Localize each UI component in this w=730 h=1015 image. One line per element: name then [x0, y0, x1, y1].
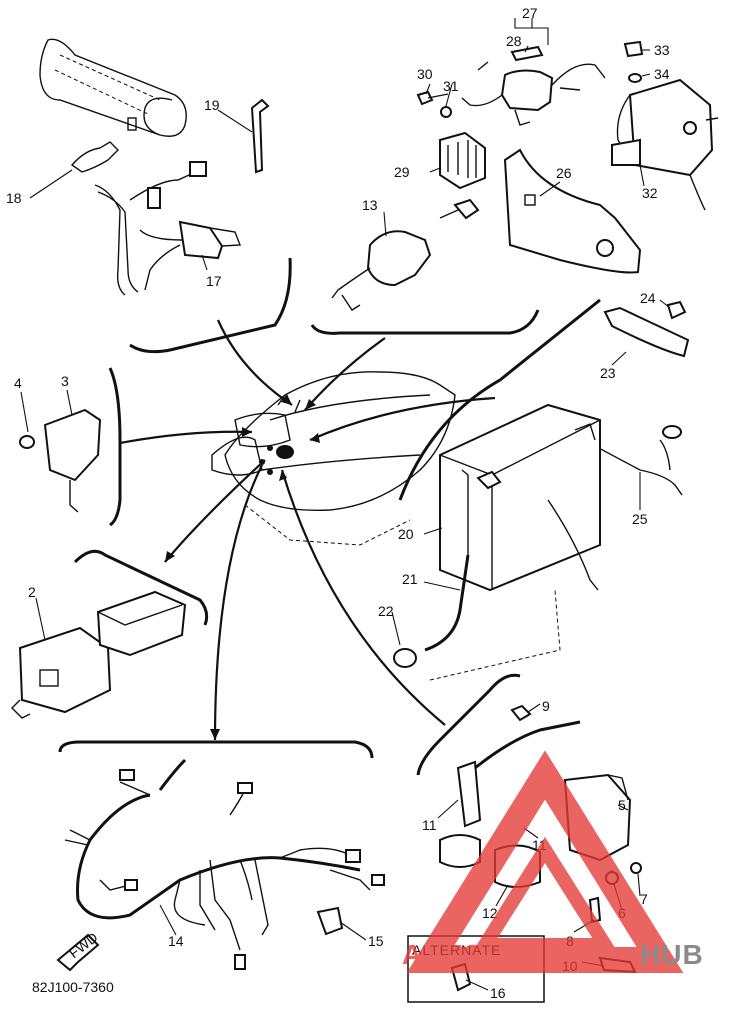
fwd-arrow: FWD	[56, 929, 101, 972]
bracket-top-left	[129, 257, 292, 354]
mounting-point	[276, 445, 294, 459]
handlebar-switch-right	[96, 590, 187, 657]
bracket-ignition	[416, 673, 521, 776]
arrow-from-top-left	[216, 319, 293, 406]
watermark-triangle-outer	[406, 750, 684, 973]
plug-lead	[474, 720, 581, 770]
arrow-to-switch-2	[164, 459, 266, 563]
watermark-text-right: HUB	[640, 939, 704, 970]
arrow-to-ignition	[280, 469, 446, 726]
handlebar-switch-left-2	[11, 626, 112, 719]
horn-13	[366, 230, 432, 287]
part-code: 82J100-7360	[32, 979, 114, 995]
callout-23: 23	[600, 365, 616, 381]
bracket-left-mid	[108, 367, 122, 527]
callout-20: 20	[398, 526, 414, 542]
callout-27: 27	[522, 5, 538, 21]
callout-19: 19	[204, 97, 220, 113]
callout-26: 26	[556, 165, 572, 181]
bracket-bottom	[58, 740, 374, 759]
callout-29: 29	[394, 164, 410, 180]
watermark-text-left: AUTO	[402, 939, 485, 970]
watermark-text-mid: MOTO	[498, 939, 585, 970]
wire-harness-14	[64, 758, 385, 970]
connector-15	[316, 906, 344, 936]
starter-relay-32	[611, 78, 719, 211]
callout-5: 5	[618, 797, 626, 813]
screw-4	[19, 435, 35, 449]
arrow-from-battery	[309, 396, 496, 442]
clip-9	[510, 704, 532, 722]
watermark-logo: AUTO MOTO HUB	[402, 750, 704, 973]
callout-33: 33	[654, 42, 670, 58]
callout-28: 28	[506, 33, 522, 49]
callout-12: 12	[482, 905, 498, 921]
callout-31: 31	[443, 78, 459, 94]
callout-4: 4	[14, 375, 22, 391]
callout-32: 32	[642, 185, 658, 201]
cable-tie-19	[250, 98, 270, 174]
callout-24: 24	[640, 290, 656, 306]
watermark-triangle-inner	[472, 836, 618, 952]
bracket-top-mid	[310, 309, 540, 335]
callout-30: 30	[417, 66, 433, 82]
switch-harness-17	[70, 141, 241, 296]
washer-7	[630, 862, 642, 874]
callout-13: 13	[362, 197, 378, 213]
bracket-left-lower	[73, 549, 209, 626]
callout-25: 25	[632, 511, 648, 527]
callout-21: 21	[402, 571, 418, 587]
callout-11a: 11	[422, 817, 437, 833]
grommet-22	[393, 648, 417, 668]
callout-14: 14	[168, 933, 184, 949]
rectifier-29	[439, 131, 486, 190]
callout-7: 7	[640, 891, 648, 907]
leader-lines	[20, 18, 671, 991]
callout-15: 15	[368, 933, 384, 949]
callout-17: 17	[206, 273, 222, 289]
callout-9: 9	[542, 698, 550, 714]
callout-18: 18	[6, 190, 22, 206]
nut-24	[666, 300, 687, 320]
battery-band-23	[603, 306, 690, 358]
bracket-26	[503, 148, 642, 274]
arrow-from-top-mid	[304, 337, 386, 411]
callout-22: 22	[378, 603, 394, 619]
battery-20	[439, 403, 601, 592]
spark-plug-cap-11	[456, 760, 482, 828]
washer-34	[628, 73, 642, 83]
callout-2: 2	[28, 584, 36, 600]
grip-assembly	[39, 38, 187, 137]
lead-25	[579, 437, 683, 496]
bolt-33	[623, 40, 644, 58]
callout-3: 3	[61, 373, 69, 389]
bolt-30-31	[416, 61, 489, 118]
arrow-from-left	[119, 430, 253, 445]
callout-16: 16	[490, 985, 506, 1001]
callout-34: 34	[654, 66, 670, 82]
relay-27	[461, 45, 606, 126]
breather-hose-21	[424, 554, 470, 652]
switch-3	[43, 408, 102, 482]
arrow-to-harness	[213, 464, 263, 741]
